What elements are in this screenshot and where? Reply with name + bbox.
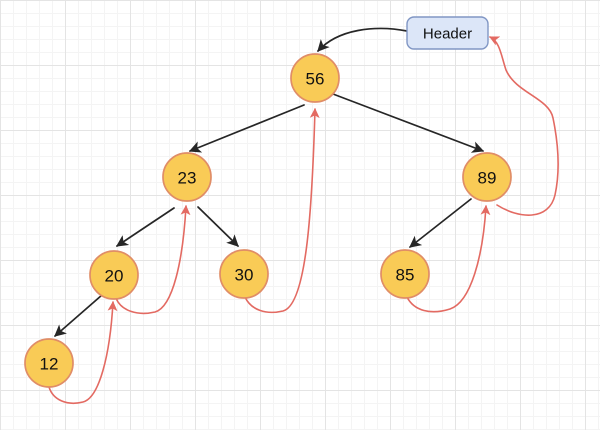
tree-node-circle-85[interactable]: [380, 249, 430, 299]
header-box-rect[interactable]: [406, 16, 489, 50]
node-label-56: 56: [306, 70, 325, 89]
edge-89-85: [409, 198, 472, 248]
tree-node-23[interactable]: 23: [162, 152, 212, 202]
tree-node-circle-56[interactable]: [290, 53, 340, 103]
header-box-label: Header: [423, 26, 472, 43]
tree-node-89[interactable]: 89: [462, 152, 512, 202]
tree-node-circle-23[interactable]: [162, 152, 212, 202]
edge-20-12: [54, 294, 103, 337]
threads-layer: [48, 36, 559, 404]
tree-node-30[interactable]: 30: [219, 249, 269, 299]
node-label-85: 85: [396, 266, 415, 285]
node-label-12: 12: [40, 355, 59, 374]
tree-node-12[interactable]: 12: [24, 338, 74, 388]
header-box[interactable]: Header: [406, 16, 489, 50]
thread-85-89: [406, 205, 491, 313]
thread-30-56: [244, 108, 320, 314]
tree-node-circle-30[interactable]: [219, 249, 269, 299]
node-label-20: 20: [105, 267, 124, 286]
tree-node-56[interactable]: 56: [290, 53, 340, 103]
thread-89-header: [489, 36, 559, 216]
nodes-layer: 56 23 89 20 30 85 12: [24, 53, 512, 388]
edge-23-30: [197, 206, 239, 247]
tree-node-circle-12[interactable]: [24, 338, 74, 388]
tree-node-20[interactable]: 20: [89, 250, 139, 300]
edge-23-20: [116, 207, 175, 247]
thread-12-20: [48, 301, 118, 404]
edge-56-23: [188, 104, 305, 153]
node-label-23: 23: [178, 169, 197, 188]
edge-header-56: [317, 27, 408, 52]
node-label-30: 30: [235, 266, 254, 285]
tree-node-circle-20[interactable]: [89, 250, 139, 300]
edges-layer: [54, 27, 485, 337]
tree-node-85[interactable]: 85: [380, 249, 430, 299]
node-label-89: 89: [478, 169, 497, 188]
thread-20-23: [115, 205, 191, 315]
tree-node-circle-89[interactable]: [462, 152, 512, 202]
edge-56-89: [332, 93, 485, 153]
